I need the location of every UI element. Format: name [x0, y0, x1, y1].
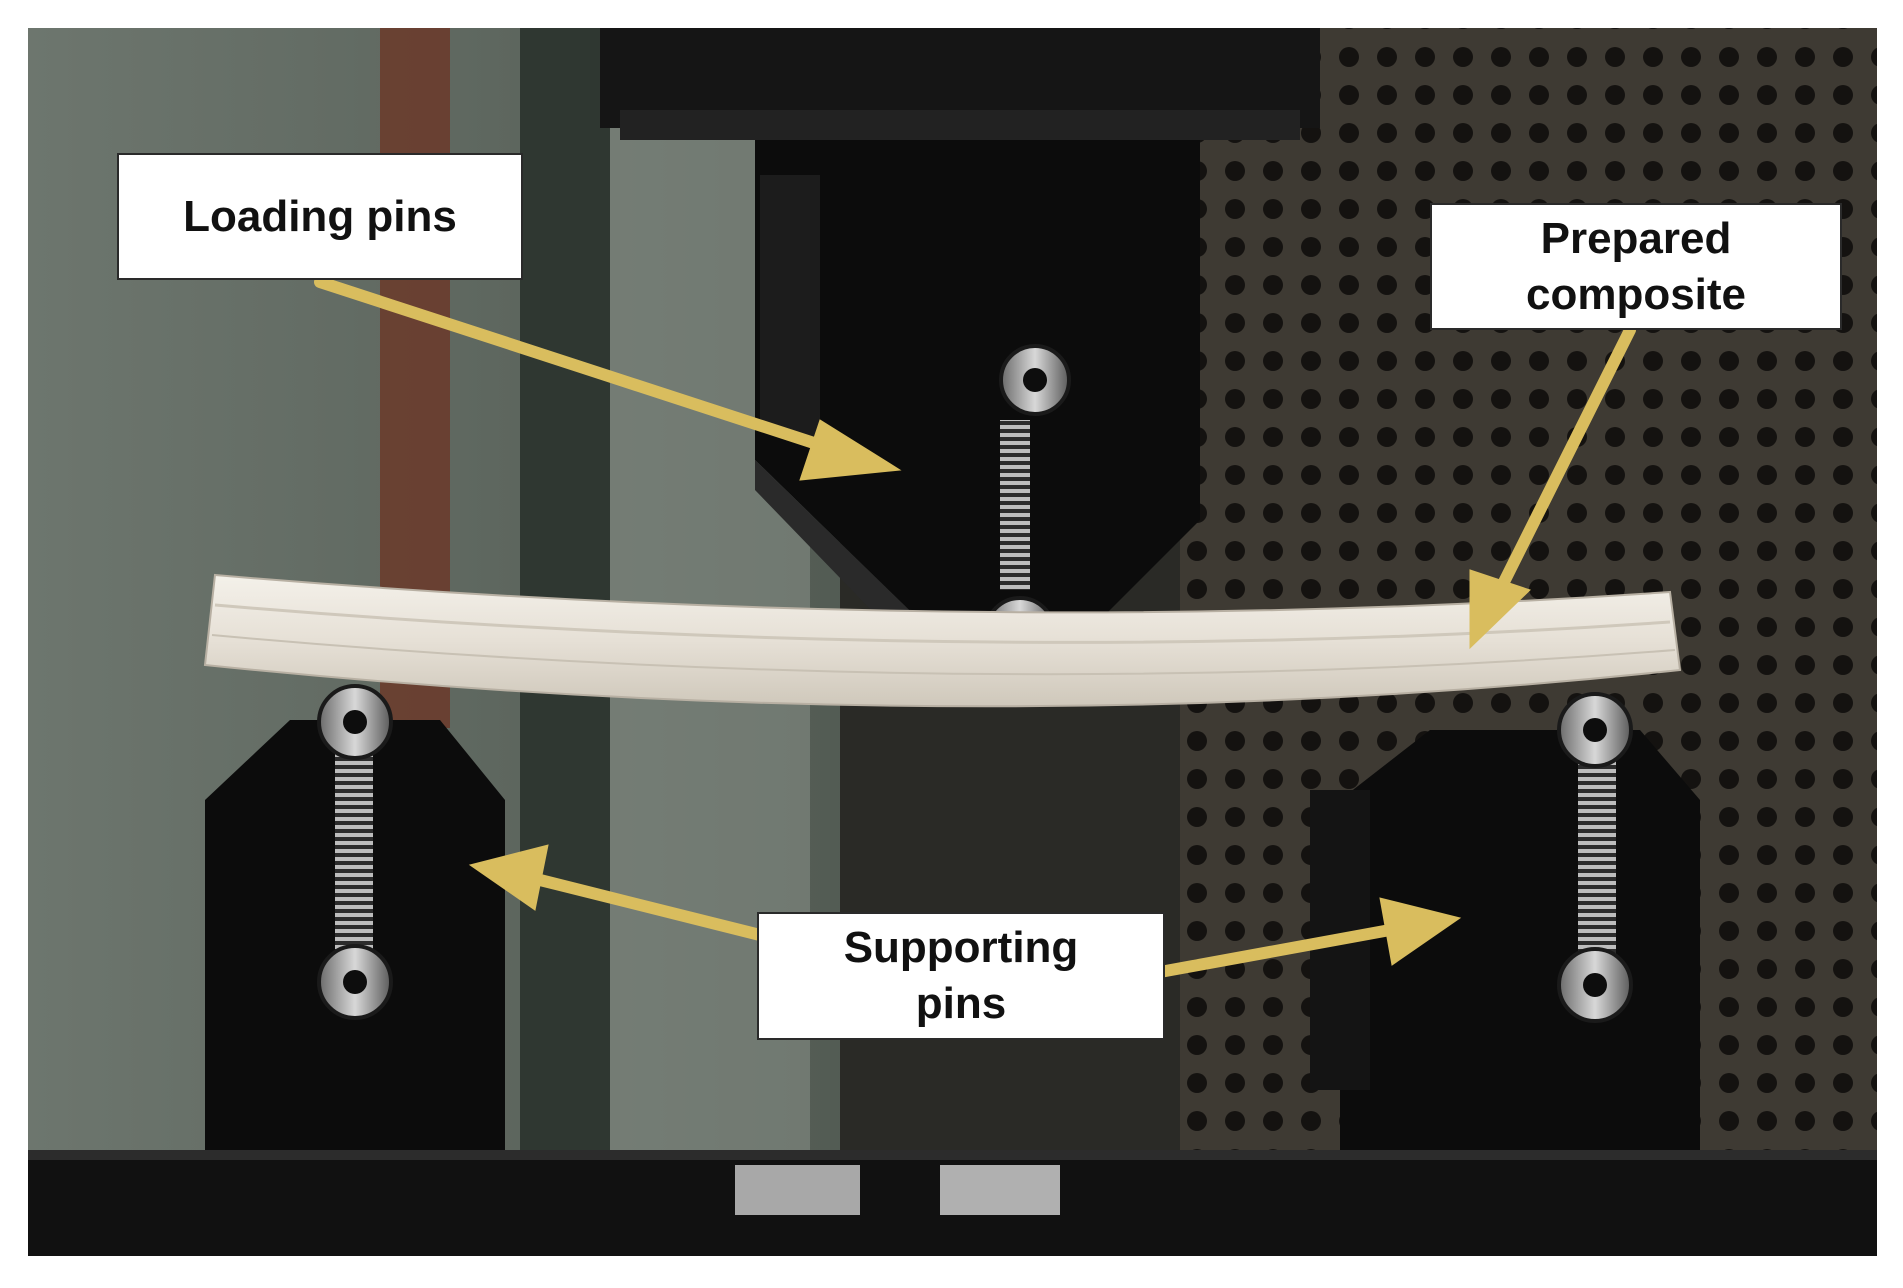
arrow-supporting-left: [534, 874, 766, 941]
arrow-supporting-right: [1154, 924, 1396, 978]
composite-specimen: [203, 573, 1682, 708]
label-prepared-composite-line1: Prepared: [1540, 213, 1732, 263]
arrow-prepared-composite: [1494, 324, 1636, 596]
label-supporting-pins-line2: pins: [915, 979, 1007, 1028]
upper-crosshead: [600, 28, 1320, 140]
annotation-arrows: [314, 276, 1636, 978]
label-loading-pins: Loading pins: [117, 153, 523, 280]
label-prepared-composite: Prepared composite: [1430, 203, 1842, 330]
label-supporting-pins-line1: Supporting: [843, 923, 1079, 972]
arrow-loading-pins: [314, 276, 826, 451]
label-supporting-pins: Supporting pins: [757, 912, 1165, 1040]
label-prepared-composite-line2: composite: [1525, 269, 1747, 319]
label-loading-pins-text: Loading pins: [183, 191, 457, 241]
right-support-fixture: [1310, 692, 1700, 1256]
left-support-fixture: [205, 684, 505, 1256]
base-plate: [28, 1150, 1877, 1256]
